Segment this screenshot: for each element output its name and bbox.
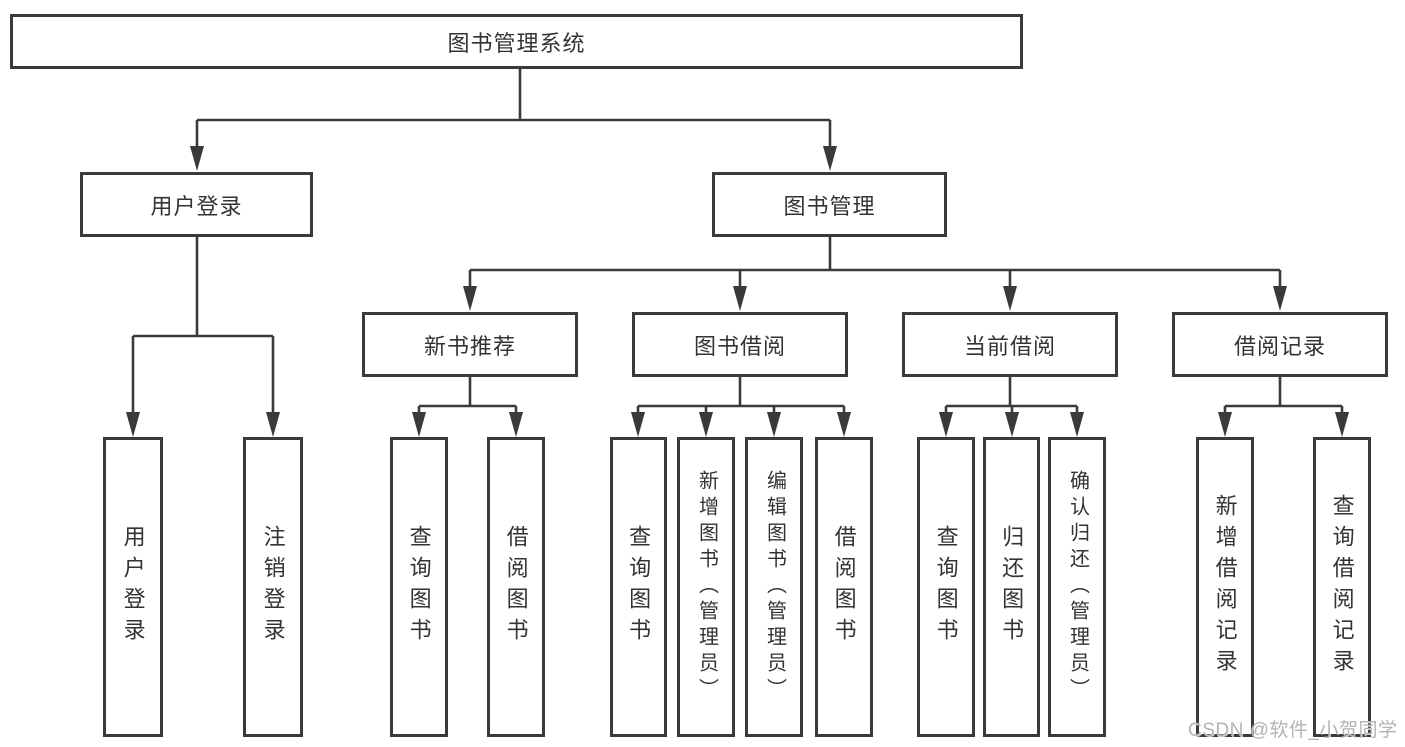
node-label: 借阅图书 — [831, 525, 857, 649]
node-book-borrowing: 图书借阅 — [632, 312, 848, 377]
leaf-query-borrowing-record: 查询借阅记录 — [1313, 437, 1371, 737]
leaf-query-books-2: 查询图书 — [610, 437, 667, 737]
node-label: 查询借阅记录 — [1329, 494, 1355, 680]
node-label: 图书管理系统 — [447, 30, 586, 56]
leaf-confirm-return-admin: 确认归还（管理员） — [1048, 437, 1106, 737]
node-label: 编辑图书（管理员） — [763, 470, 786, 704]
node-label: 确认归还（管理员） — [1066, 470, 1089, 704]
node-label: 查询图书 — [406, 525, 432, 649]
leaf-query-books-3: 查询图书 — [917, 437, 975, 737]
leaf-add-book-admin: 新增图书（管理员） — [677, 437, 735, 737]
leaf-borrow-books-2: 借阅图书 — [815, 437, 873, 737]
node-label: 新增图书（管理员） — [695, 470, 718, 704]
csdn-watermark: CSDN @软件_小贺同学 — [1188, 720, 1398, 741]
node-label: 借阅记录 — [1233, 333, 1326, 359]
node-label: 新书推荐 — [423, 333, 516, 359]
leaf-borrow-books-1: 借阅图书 — [487, 437, 545, 737]
node-new-book-recommendation: 新书推荐 — [362, 312, 578, 377]
node-label: 借阅图书 — [503, 525, 529, 649]
node-label: 用户登录 — [150, 193, 243, 219]
node-library-system: 图书管理系统 — [10, 14, 1023, 69]
node-label: 新增借阅记录 — [1212, 494, 1238, 680]
node-borrowing-records: 借阅记录 — [1172, 312, 1388, 377]
node-current-borrowing: 当前借阅 — [902, 312, 1118, 377]
leaf-logout: 注销登录 — [243, 437, 303, 737]
node-label: 注销登录 — [260, 525, 286, 649]
node-label: 图书借阅 — [693, 333, 786, 359]
leaf-add-borrowing-record: 新增借阅记录 — [1196, 437, 1254, 737]
leaf-query-books-1: 查询图书 — [390, 437, 448, 737]
arrowheads — [126, 146, 1349, 437]
node-label: 图书管理 — [783, 193, 876, 219]
node-book-management: 图书管理 — [712, 172, 947, 237]
node-label: 用户登录 — [120, 525, 146, 649]
leaf-edit-book-admin: 编辑图书（管理员） — [745, 437, 803, 737]
leaf-return-books: 归还图书 — [983, 437, 1040, 737]
node-label: 归还图书 — [999, 525, 1025, 649]
node-label: 查询图书 — [626, 525, 652, 649]
leaf-user-login: 用户登录 — [103, 437, 163, 737]
node-label: 当前借阅 — [963, 333, 1056, 359]
node-label: 查询图书 — [933, 525, 959, 649]
node-user-login: 用户登录 — [80, 172, 313, 237]
